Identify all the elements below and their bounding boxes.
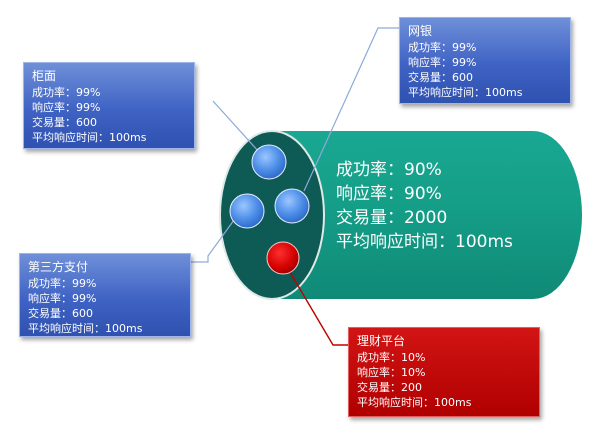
channel-response-rate: 响应率：99% — [28, 292, 97, 305]
channel-ball-third-party — [229, 193, 265, 229]
channel-avg-response-time: 平均响应时间：100ms — [408, 86, 523, 99]
channel-box-third-party: 第三方支付 成功率：99% 响应率：99% 交易量：600 平均响应时间：100… — [19, 253, 191, 337]
channel-transaction-volume: 交易量：200 — [357, 381, 422, 394]
connector-licai — [283, 261, 348, 346]
pipe-response-rate: 响应率：90% — [336, 184, 442, 204]
pipe-transaction-volume: 交易量：2000 — [336, 208, 448, 228]
channel-avg-response-time: 平均响应时间：100ms — [357, 396, 472, 409]
channel-title: 柜面 — [32, 69, 57, 83]
channel-box-licai: 理财平台 成功率：10% 响应率：10% 交易量：200 平均响应时间：100m… — [348, 327, 540, 417]
channel-response-rate: 响应率：99% — [32, 101, 101, 114]
channel-box-guimian: 柜面 成功率：99% 响应率：99% 交易量：600 平均响应时间：100ms — [23, 62, 195, 149]
channel-response-rate: 响应率：10% — [357, 366, 426, 379]
channel-success-rate: 成功率：10% — [357, 351, 426, 364]
channel-title: 网银 — [408, 24, 433, 38]
channel-title: 第三方支付 — [28, 260, 89, 274]
channel-ball-licai — [266, 241, 300, 275]
channel-success-rate: 成功率：99% — [28, 277, 97, 290]
pipe-success-rate: 成功率：90% — [336, 160, 442, 180]
channel-title: 理财平台 — [357, 334, 406, 348]
connector-third-party — [191, 219, 235, 263]
pipe-avg-response-time: 平均响应时间：100ms — [336, 232, 513, 252]
channel-box-wangyin: 网银 成功率：99% 响应率：99% 交易量：600 平均响应时间：100ms — [399, 17, 571, 104]
channel-avg-response-time: 平均响应时间：100ms — [28, 322, 143, 335]
channel-avg-response-time: 平均响应时间：100ms — [32, 131, 147, 144]
channel-success-rate: 成功率：99% — [32, 86, 101, 99]
pipe-body — [272, 131, 582, 299]
channel-transaction-volume: 交易量：600 — [32, 116, 97, 129]
channel-ball-guimian — [251, 144, 287, 180]
channel-response-rate: 响应率：99% — [408, 56, 477, 69]
channel-success-rate: 成功率：99% — [408, 41, 477, 54]
channel-ball-wangyin — [274, 188, 310, 224]
connector-wangyin — [303, 27, 399, 192]
connector-guimian — [212, 100, 260, 153]
pipe-stats: 成功率：90% 响应率：90% 交易量：2000 平均响应时间：100ms — [336, 158, 513, 254]
channel-transaction-volume: 交易量：600 — [408, 71, 473, 84]
channel-transaction-volume: 交易量：600 — [28, 307, 93, 320]
